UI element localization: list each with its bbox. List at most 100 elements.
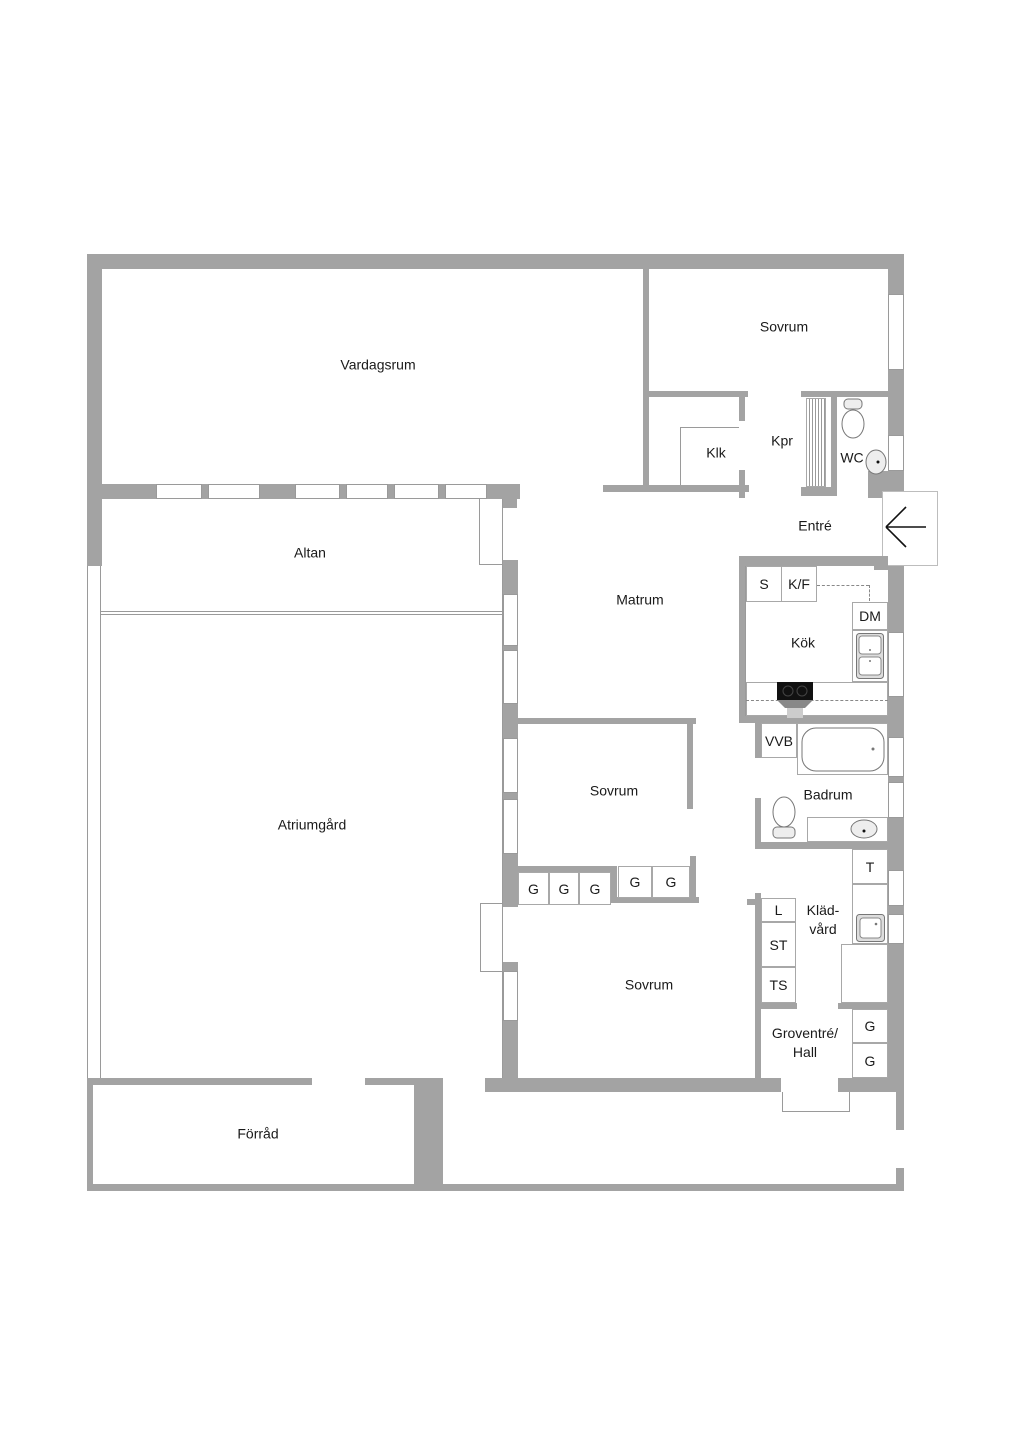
window-vardagsrum-6 xyxy=(445,484,487,499)
wall-groventre-north-1 xyxy=(761,1003,797,1009)
kitchen-west-line xyxy=(745,566,746,718)
wall-right-9 xyxy=(888,906,904,914)
wall-forrad-west xyxy=(87,1078,93,1191)
matrum-west-line xyxy=(502,499,503,1079)
wardrobe-g: G xyxy=(549,872,579,905)
wall-vardagsrum-south-2 xyxy=(260,484,295,499)
laundry-appliance-area xyxy=(841,944,888,1003)
wall-wc-south xyxy=(801,487,837,496)
wall-vardagsrum-east xyxy=(643,269,649,487)
stove-icon xyxy=(777,682,813,718)
room-label-kok: Kök xyxy=(790,634,816,651)
wall-south-east-2 xyxy=(896,1168,904,1191)
window-right-5 xyxy=(888,782,904,818)
wall-right-5 xyxy=(888,556,904,632)
wall-sovrum-mid-east xyxy=(687,718,693,809)
wall-house-south-1 xyxy=(485,1078,781,1092)
wall-matrum-west-7 xyxy=(503,1021,518,1089)
wall-vardagsrum-corner xyxy=(502,484,517,508)
wall-wardrobe-north-1 xyxy=(518,866,614,872)
room-label-sovrum-s: Sovrum xyxy=(624,976,674,993)
wall-matrum-west-5 xyxy=(503,854,518,907)
wall-right-10 xyxy=(888,944,904,1092)
wall-matrum-west-2 xyxy=(503,646,518,650)
window-vardagsrum-2 xyxy=(208,484,260,499)
wall-klk-east xyxy=(739,391,745,421)
wall-wardrobe-step xyxy=(611,866,617,903)
room-label-groventre: Groventré/ Hall xyxy=(771,1025,839,1060)
kitchen-dash-bottom xyxy=(746,700,888,701)
cabinet-ts: TS xyxy=(761,967,796,1003)
atrium-door-line-h2 xyxy=(480,971,503,972)
wall-badrum-south xyxy=(755,842,888,849)
wall-matrum-west-4 xyxy=(503,793,518,799)
wall-sovrum-ne-south xyxy=(649,391,748,397)
wall-kitchen-north xyxy=(739,556,888,566)
window-vardagsrum-4 xyxy=(346,484,388,499)
altan-left-inner xyxy=(87,566,88,1078)
cabinet-l: L xyxy=(761,898,796,922)
wall-house-south-2 xyxy=(838,1078,904,1092)
wall-right-upper xyxy=(888,254,904,294)
window-right-7 xyxy=(888,914,904,944)
wall-south-east-1 xyxy=(896,1092,904,1130)
window-sovrum-mid-2 xyxy=(503,799,518,854)
room-label-vardagsrum: Vardagsrum xyxy=(340,356,416,373)
wall-wardrobe-bottom xyxy=(611,897,699,903)
atrium-door-line-v xyxy=(480,903,481,971)
wall-kitchen-south xyxy=(739,716,888,723)
room-label-sovrum-ne: Sovrum xyxy=(759,318,809,335)
room-label-kladvard: Kläd- vård xyxy=(806,902,840,937)
toilet-icon xyxy=(772,796,796,839)
counter-bottom xyxy=(746,682,888,716)
cabinet-t: T xyxy=(852,849,888,884)
room-label-wc: WC xyxy=(840,449,864,466)
klk-shelf-v xyxy=(680,427,681,485)
window-right-1 xyxy=(888,294,904,370)
window-right-6 xyxy=(888,870,904,906)
wall-mullion-3 xyxy=(388,484,394,499)
altan-door-line-h xyxy=(479,564,503,565)
room-label-klk: Klk xyxy=(706,444,726,461)
wall-right-2 xyxy=(888,370,904,435)
wall-badrum-west xyxy=(755,798,761,848)
wall-klk-south xyxy=(603,485,749,492)
wall-left-upper xyxy=(87,254,102,566)
window-vardagsrum-5 xyxy=(394,484,439,499)
sink-icon xyxy=(850,819,878,839)
room-label-forrad: Förråd xyxy=(237,1125,279,1142)
room-label-entre: Entré xyxy=(798,517,832,534)
window-matrum-2 xyxy=(503,650,518,704)
wardrobe-g: G xyxy=(518,872,549,905)
wall-matrum-west-1 xyxy=(503,560,518,594)
wardrobe-g: G xyxy=(618,866,652,898)
wall-wardrobe-east xyxy=(690,856,696,903)
cabinet-dm: DM xyxy=(852,602,888,630)
room-label-kpr: Kpr xyxy=(771,432,793,449)
atrium-door-line-h1 xyxy=(480,903,503,904)
wall-top xyxy=(87,254,904,269)
toilet-icon xyxy=(841,398,865,439)
room-label-badrum: Badrum xyxy=(803,786,853,803)
altan-bottom-line-2 xyxy=(100,614,503,615)
hall-door-line-2 xyxy=(849,1092,850,1111)
wall-forrad-north-1 xyxy=(87,1078,312,1085)
wardrobe-g: G xyxy=(652,866,690,898)
altan-bottom-line-1 xyxy=(100,611,503,612)
window-vardagsrum-3 xyxy=(295,484,340,499)
entry-door-swing xyxy=(882,491,938,566)
room-label-altan: Altan xyxy=(294,544,326,561)
wall-groventre-north-2 xyxy=(838,1003,888,1009)
wall-kladvard-west-cap xyxy=(747,899,761,905)
cabinet-st: ST xyxy=(761,922,796,967)
window-right-4 xyxy=(888,737,904,777)
room-label-matrum: Matrum xyxy=(616,591,664,608)
wall-wc-west xyxy=(831,391,837,496)
sink-icon xyxy=(856,914,885,942)
hall-wardrobe-g: G xyxy=(852,1009,888,1043)
window-sovrum-mid-1 xyxy=(503,738,518,793)
room-label-sovrum-mid: Sovrum xyxy=(589,782,639,799)
wall-matrum-west-3 xyxy=(503,704,518,738)
wall-mullion-2 xyxy=(340,484,346,499)
